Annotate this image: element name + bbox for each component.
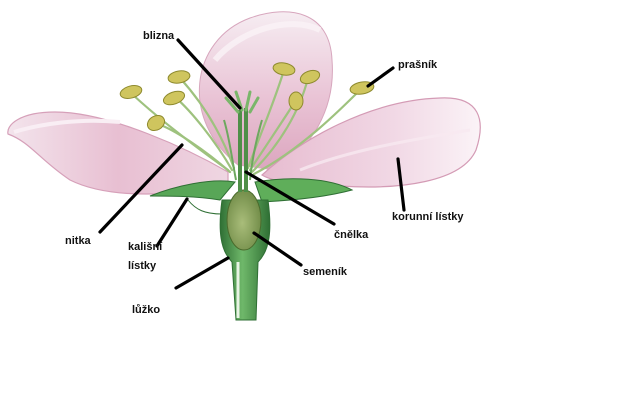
leader-kalisni: [155, 197, 189, 248]
label-kalisni-line1: kališní: [128, 241, 163, 253]
anthers: [119, 62, 375, 132]
label-semenik: semeník: [303, 266, 348, 278]
sepals: [149, 178, 354, 215]
leader-cnelka: [244, 170, 336, 226]
label-cnelka: čnělka: [334, 229, 369, 241]
filaments: [130, 68, 362, 176]
left-petal: [7, 111, 229, 195]
leader-korunni: [396, 157, 406, 212]
ovary: [226, 189, 262, 251]
leader-nitka: [98, 143, 184, 234]
leader-semenik: [252, 231, 303, 267]
label-prasnik: prašník: [398, 59, 438, 71]
label-kalisni-listky: kališní lístky: [128, 238, 162, 276]
label-luzko: lůžko: [132, 304, 161, 316]
label-korunni-listky: korunní lístky: [392, 211, 464, 223]
label-nitka: nitka: [65, 235, 91, 247]
leader-luzko: [174, 256, 230, 290]
leader-prasnik: [366, 66, 395, 88]
leader-blizna: [176, 38, 242, 110]
back-petal: [198, 11, 333, 171]
label-blizna: blizna: [143, 30, 175, 42]
label-kalisni-line2: lístky: [128, 260, 157, 272]
leader-lines: [98, 38, 406, 290]
